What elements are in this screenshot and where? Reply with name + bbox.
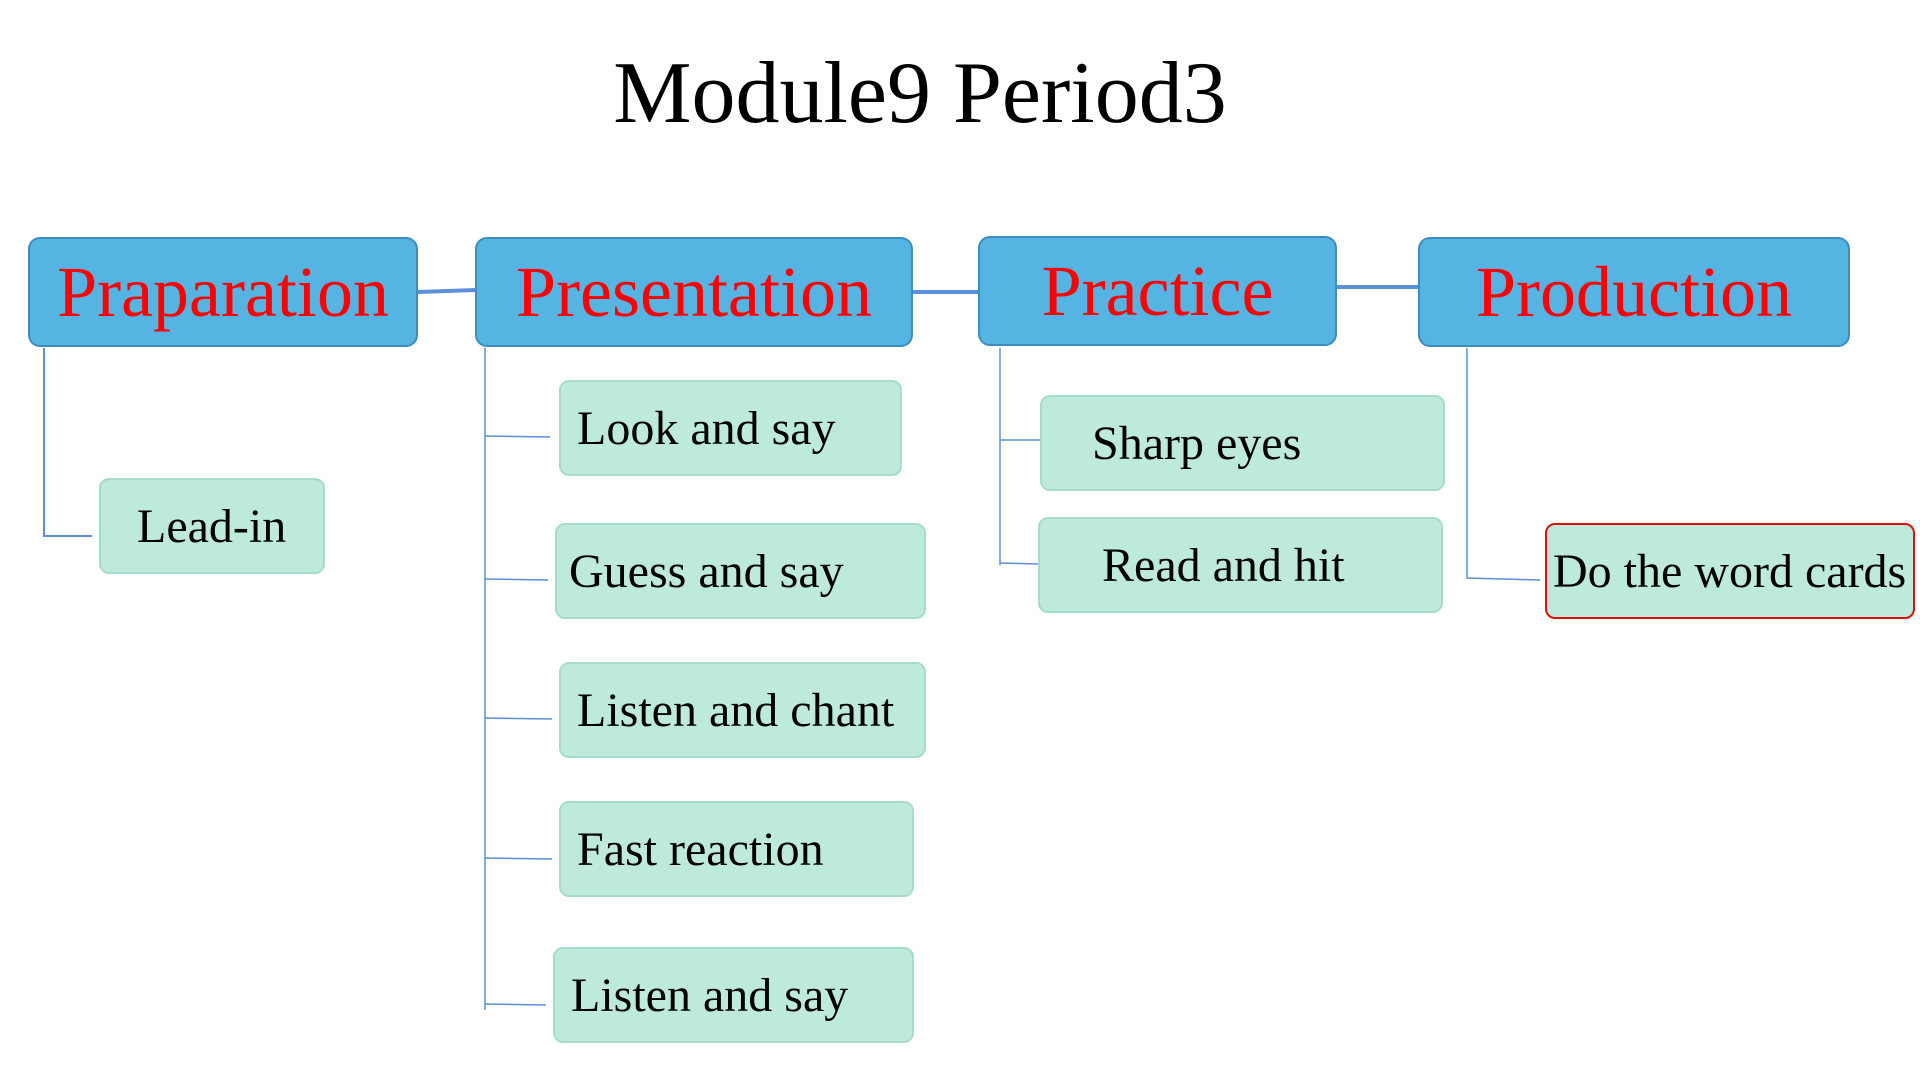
step-lead-in: Lead-in: [99, 478, 325, 574]
branch-presentation-2: [484, 578, 549, 581]
step-fast-reaction: Fast reaction: [559, 801, 914, 897]
stage-practice: Practice: [978, 236, 1337, 346]
branch-practice-2: [999, 562, 1039, 565]
step-sharp-eyes: Sharp eyes: [1040, 395, 1445, 491]
branch-presentation-4: [484, 857, 553, 860]
branch-praparation: [43, 348, 92, 537]
step-guess-and-say: Guess and say: [555, 523, 926, 619]
stage-praparation: Praparation: [28, 237, 418, 347]
step-read-and-hit: Read and hit: [1038, 517, 1443, 613]
branch-presentation-5: [484, 1003, 547, 1006]
branch-presentation-1: [484, 435, 551, 438]
step-listen-and-chant: Listen and chant: [559, 662, 926, 758]
branch-presentation-3: [484, 717, 553, 720]
step-do-the-word-cards: Do the word cards: [1545, 523, 1915, 619]
branch-production: [1466, 348, 1541, 581]
stage-link-1-2: [417, 288, 477, 294]
page-title: Module9 Period3: [613, 45, 1227, 142]
step-listen-and-say: Listen and say: [553, 947, 914, 1043]
stage-production: Production: [1418, 237, 1850, 347]
step-look-and-say: Look and say: [559, 380, 902, 476]
stage-presentation: Presentation: [475, 237, 913, 347]
